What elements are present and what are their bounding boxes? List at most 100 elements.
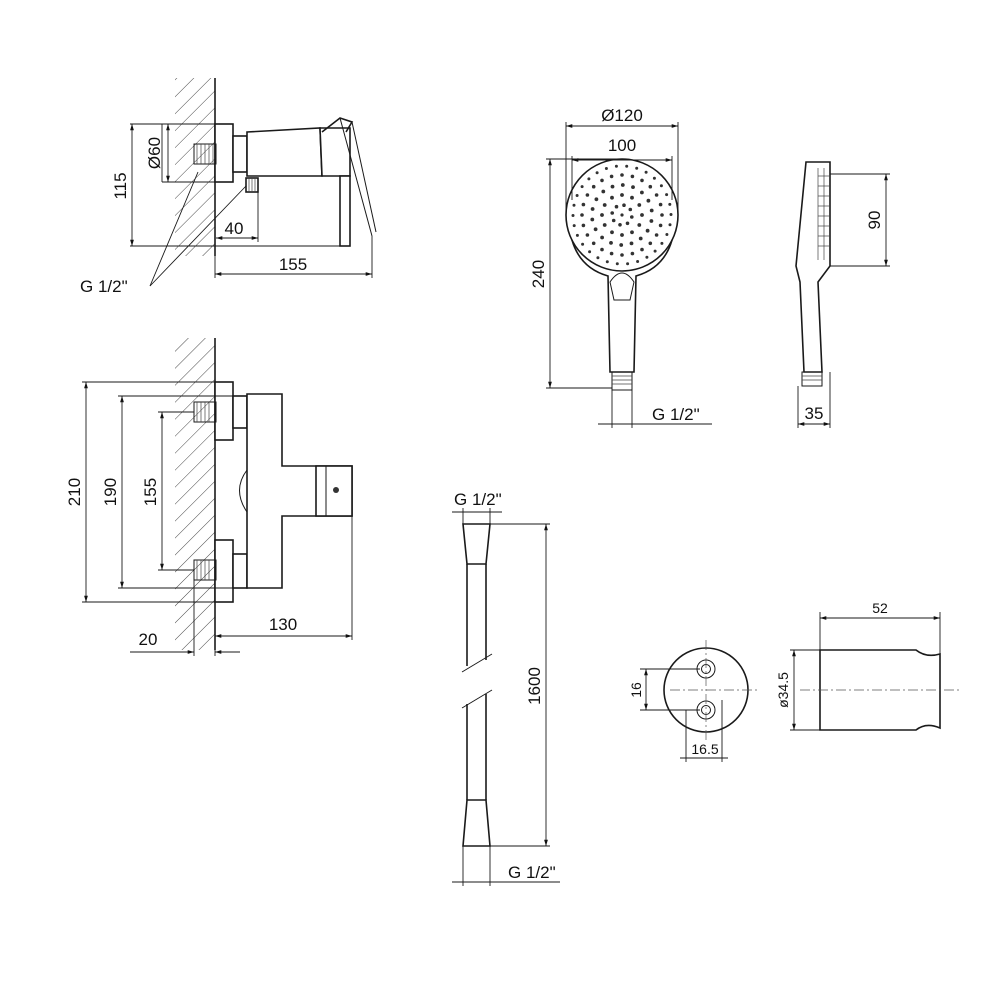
nozzle-dot bbox=[659, 184, 663, 188]
nozzle-dot bbox=[665, 233, 669, 236]
nozzle-dot bbox=[590, 217, 595, 222]
hose-bottom-thread: G 1/2" bbox=[508, 863, 556, 882]
dim-depth-52: 52 bbox=[872, 600, 888, 616]
nozzle-dot bbox=[649, 208, 654, 213]
nozzle-dot bbox=[660, 213, 664, 217]
nozzle-dot bbox=[668, 223, 672, 227]
dim-flange-60: Ø60 bbox=[145, 137, 164, 169]
wall-hatch-top bbox=[175, 78, 215, 256]
dim-depth-155: 155 bbox=[279, 255, 307, 274]
dim-height-190: 190 bbox=[101, 478, 120, 506]
dim-length-240: 240 bbox=[529, 260, 548, 288]
dim-axis-155: 155 bbox=[141, 478, 160, 506]
nozzle-dot bbox=[585, 233, 590, 237]
dim-diameter-34-5: ø34.5 bbox=[775, 672, 791, 708]
nozzle-dot bbox=[646, 198, 651, 203]
nozzle-dot bbox=[630, 215, 634, 219]
nozzle-dot bbox=[610, 195, 614, 200]
hose-top-thread: G 1/2" bbox=[454, 490, 502, 509]
nozzle-dot bbox=[630, 230, 634, 235]
nozzle-dot bbox=[588, 250, 592, 254]
dim-offset-16-5: 16.5 bbox=[691, 741, 718, 757]
nozzle-dot bbox=[654, 193, 659, 197]
nozzle-dot bbox=[605, 260, 609, 264]
nozzle-dot bbox=[628, 207, 633, 212]
nozzle-dot bbox=[636, 260, 640, 263]
nozzle-dot bbox=[600, 235, 604, 240]
nozzle-dot bbox=[652, 176, 656, 180]
nozzle-dot bbox=[610, 184, 615, 189]
nozzle-dot bbox=[609, 241, 613, 245]
dim-total-210: 210 bbox=[65, 478, 84, 506]
nozzle-dot bbox=[591, 184, 596, 189]
nozzle-dot bbox=[620, 183, 625, 187]
nozzle-dot bbox=[622, 203, 626, 207]
nozzle-dot bbox=[629, 241, 634, 246]
nozzle-dot bbox=[581, 202, 586, 207]
holder-front: 16 16.5 bbox=[628, 640, 760, 762]
nozzle-dot bbox=[665, 193, 669, 197]
nozzle-dot bbox=[658, 223, 663, 228]
nozzle-dot bbox=[610, 211, 614, 215]
nozzle-dot bbox=[595, 171, 599, 175]
nozzle-dot bbox=[619, 243, 624, 247]
nozzle-dot bbox=[614, 204, 619, 209]
nozzle-dot bbox=[640, 178, 644, 183]
nozzle-dot bbox=[581, 242, 585, 246]
nozzle-dot bbox=[591, 241, 596, 246]
nozzle-dot bbox=[638, 236, 643, 241]
nozzle-dot bbox=[620, 193, 624, 197]
nozzle-dot bbox=[572, 224, 576, 228]
nozzle-dot bbox=[571, 214, 575, 217]
nozzle-dot bbox=[630, 174, 635, 179]
dim-side-90: 90 bbox=[865, 211, 884, 230]
nozzle-dot bbox=[644, 170, 648, 174]
nozzle-dot bbox=[609, 251, 614, 256]
nozzle-dot bbox=[615, 262, 619, 266]
nozzle-dot bbox=[645, 228, 650, 233]
hose-drawing: G 1/2" 1600 G 1/2" bbox=[452, 490, 560, 886]
nozzle-dot bbox=[600, 247, 604, 252]
dim-side-35: 35 bbox=[805, 404, 824, 423]
dim-outlet-40: 40 bbox=[225, 219, 244, 238]
nozzle-dot bbox=[626, 262, 630, 266]
nozzle-dot bbox=[609, 174, 614, 179]
nozzle-dot bbox=[601, 189, 606, 194]
nozzle-dot bbox=[630, 195, 634, 200]
nozzle-dot bbox=[614, 164, 618, 168]
nozzle-dot bbox=[604, 167, 608, 170]
dim-height-115: 115 bbox=[111, 172, 130, 199]
nozzle-dot bbox=[580, 213, 584, 217]
nozzle-dot bbox=[668, 202, 672, 206]
nozzle-dot bbox=[593, 227, 598, 232]
dim-holes-16: 16 bbox=[628, 682, 644, 698]
shower-head-front: Ø120 100 240 G 1/2" bbox=[529, 106, 712, 428]
nozzle-dot bbox=[600, 213, 604, 217]
nozzle-dot bbox=[625, 164, 629, 168]
nozzle-dot bbox=[640, 247, 644, 252]
mixer-front-view: 210 190 155 130 20 bbox=[65, 338, 353, 656]
nozzle-dot bbox=[630, 251, 635, 256]
nozzle-dot bbox=[637, 203, 642, 207]
nozzle-dot bbox=[669, 213, 673, 216]
shower-head-side: 90 35 bbox=[795, 161, 890, 428]
dim-depth-130: 130 bbox=[269, 615, 297, 634]
nozzle-dot bbox=[620, 213, 624, 217]
thread-label-head: G 1/2" bbox=[652, 405, 700, 424]
nozzle-dot bbox=[572, 203, 576, 207]
nozzle-dot bbox=[587, 177, 591, 181]
nozzle-dot bbox=[658, 202, 663, 207]
nozzle-dot bbox=[602, 203, 607, 207]
nozzle-dot bbox=[620, 233, 624, 237]
dim-wall-20: 20 bbox=[139, 630, 158, 649]
nozzle-dot bbox=[585, 193, 590, 197]
nozzle-dot bbox=[635, 166, 639, 170]
nozzle-dot bbox=[602, 223, 607, 227]
nozzle-dot bbox=[600, 178, 604, 183]
nozzle-dot bbox=[611, 218, 616, 223]
nozzle-dot bbox=[637, 223, 642, 227]
holder-side: ø34.5 52 bbox=[775, 600, 962, 731]
dim-hose-1600: 1600 bbox=[525, 667, 544, 705]
wall-hatch-bottom bbox=[175, 338, 215, 650]
